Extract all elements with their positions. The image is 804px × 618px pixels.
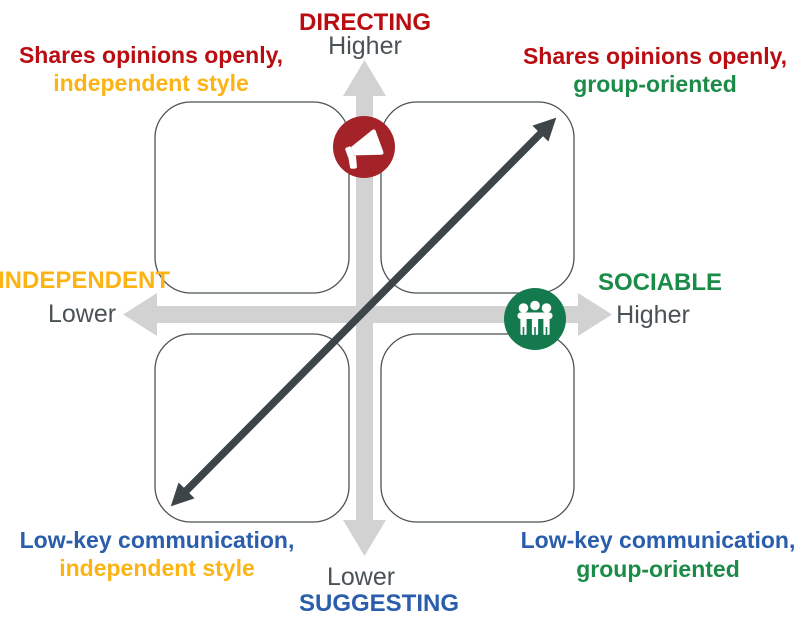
axis-label-sociable: SOCIABLE: [598, 269, 722, 296]
axis-level-left-lower: Lower: [48, 300, 116, 328]
axis-label-directing: DIRECTING: [299, 9, 431, 36]
quadrant-box-top-left: [154, 101, 350, 294]
axis-level-right-higher: Higher: [616, 301, 690, 329]
caption-bottom-left-line2: independent style: [59, 555, 255, 581]
caption-bottom-left: Low-key communication, independent style: [20, 527, 295, 581]
caption-top-left: Shares opinions openly, independent styl…: [19, 42, 283, 96]
directing-badge: [333, 116, 395, 178]
sociable-badge: [504, 288, 566, 350]
caption-bottom-right: Low-key communication, group-oriented: [521, 527, 796, 582]
people-group-icon: [517, 300, 553, 336]
axis-level-top-higher: Higher: [328, 32, 402, 60]
megaphone-icon: [345, 129, 384, 169]
axis-label-suggesting: SUGGESTING: [299, 590, 459, 617]
right-arrowhead-icon: [578, 293, 612, 336]
caption-bottom-left-line1: Low-key communication,: [20, 527, 295, 553]
left-arrowhead-icon: [123, 293, 157, 336]
caption-top-right-line1: Shares opinions openly,: [523, 43, 787, 69]
axis-level-bottom-lower: Lower: [327, 563, 395, 591]
diagonal-double-arrow: [170, 117, 557, 507]
caption-bottom-right-line1: Low-key communication,: [521, 527, 796, 553]
down-arrowhead-icon: [343, 520, 386, 556]
caption-bottom-right-line2: group-oriented: [576, 556, 740, 582]
axis-label-independent: INDEPENDENT: [0, 267, 170, 294]
caption-top-right-line2: group-oriented: [573, 71, 737, 97]
caption-top-left-line1: Shares opinions openly,: [19, 42, 283, 68]
up-arrowhead-icon: [343, 60, 386, 96]
caption-top-right: Shares opinions openly, group-oriented: [523, 43, 787, 97]
quadrant-box-bottom-right: [380, 333, 575, 523]
caption-top-left-line2: independent style: [53, 70, 249, 96]
